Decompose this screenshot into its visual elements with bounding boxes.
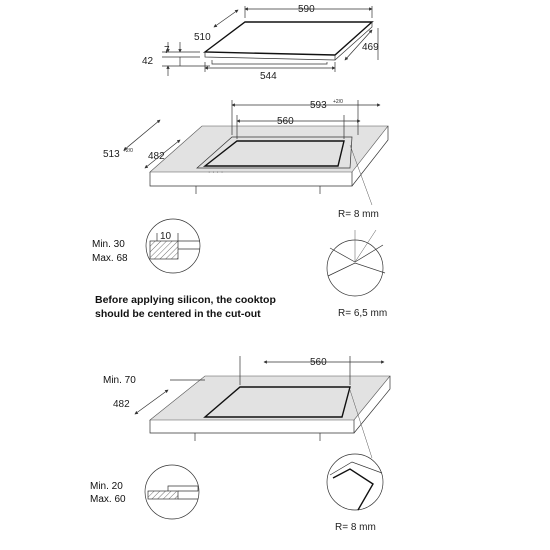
worktop-max-label: Max. 68 [92, 253, 128, 264]
installation-note: Before applying silicon, the cooktop sho… [95, 294, 276, 320]
worktop-detail-flush: 10 Min. 30 Max. 68 [92, 218, 201, 274]
cutout-outer-width-tol: +2/0 [333, 99, 343, 105]
glass-thickness-label: 7 [164, 45, 170, 56]
cutout-inner-depth-label: 482 [148, 151, 165, 162]
std-worktop-max-label: Max. 60 [90, 494, 126, 505]
std-front-min-label: Min. 70 [103, 375, 136, 386]
worktop-section [149, 240, 179, 260]
hob-side-depth-label: 469 [362, 42, 379, 53]
std-worktop-min-label: Min. 20 [90, 481, 123, 492]
note-line-1: Before applying silicon, the cooktop [95, 294, 276, 306]
hob-glass [202, 21, 374, 56]
corner-inner-radius-label: R= 6,5 mm [338, 308, 387, 319]
cutout-outer-depth-tol: +2/0 [123, 148, 133, 154]
cutout-inner-width-label: 560 [277, 116, 294, 127]
std-depth-label: 482 [113, 399, 130, 410]
worktop-flush [149, 125, 389, 173]
worktop-standard [149, 375, 391, 421]
corner-detail-flush: R= 6,5 mm [326, 229, 387, 319]
cutout-outer-width-label: 593 [310, 100, 327, 111]
hob-height-label: 42 [142, 56, 154, 67]
corner-detail-standard: R= 8 mm [326, 453, 384, 533]
note-line-2: should be centered in the cut-out [95, 308, 261, 320]
hob-depth-label: 510 [194, 32, 211, 43]
svg-text:· · · ·: · · · · [208, 169, 223, 176]
rebate-label: 10 [160, 231, 172, 242]
cutout-standard: 560 Min. 70 482 [103, 356, 391, 459]
hob-body-width-label: 544 [260, 71, 277, 82]
hob-width-label: 590 [298, 4, 315, 15]
worktop-detail-standard: Min. 20 Max. 60 [90, 464, 200, 520]
std-width-label: 560 [310, 357, 327, 368]
cutout-flush: · · · · 593 +2/0 560 513 +2/0 482 R= 8 m… [103, 99, 389, 220]
hob-dimensions: 590 510 469 544 42 7 [142, 4, 379, 82]
worktop-min-label: Min. 30 [92, 239, 125, 250]
worktop-section-std [147, 490, 179, 500]
corner-outer-radius-label: R= 8 mm [338, 209, 379, 220]
cutout-outer-depth-label: 513 [103, 149, 120, 160]
std-corner-radius-label: R= 8 mm [335, 522, 376, 533]
